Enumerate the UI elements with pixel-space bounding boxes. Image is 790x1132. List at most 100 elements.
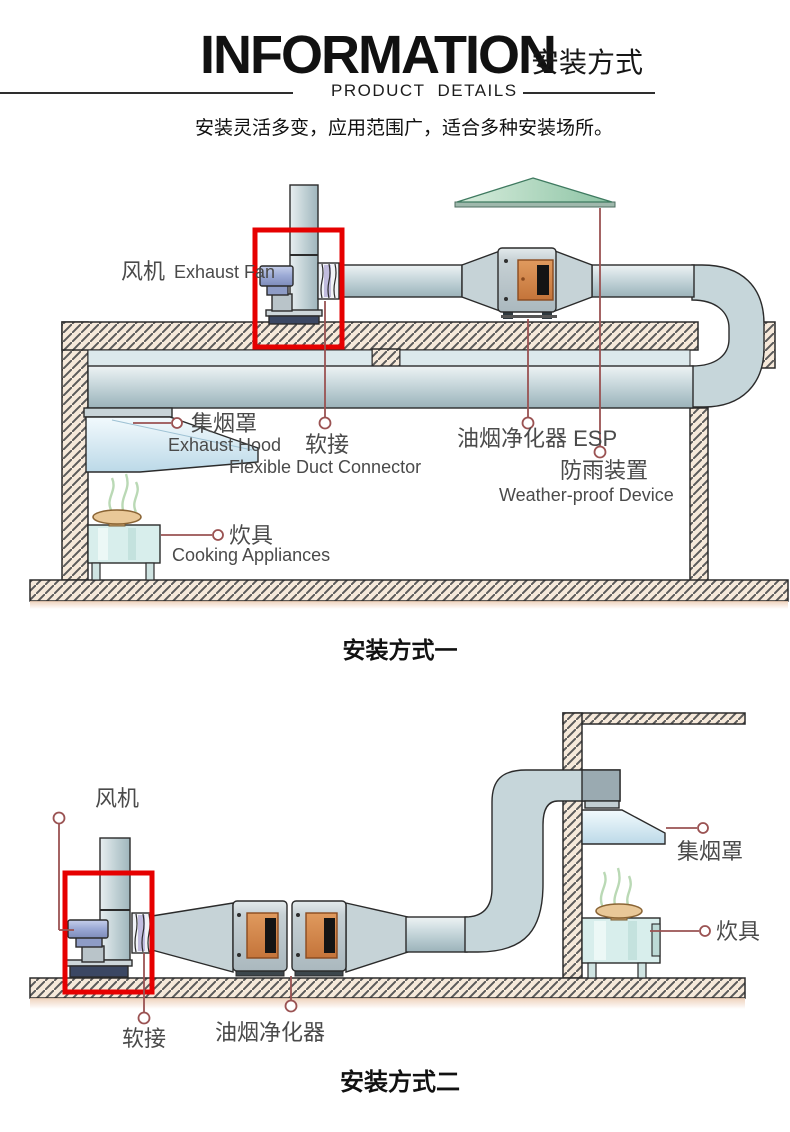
wall-2 — [562, 712, 583, 979]
leader-dot-cook — [212, 529, 224, 541]
right-wall — [689, 407, 709, 583]
esp-slot-a — [265, 918, 276, 953]
stove-side-panel — [651, 923, 661, 957]
left-wall — [61, 321, 89, 581]
divider-right — [523, 92, 655, 94]
diagram-installation-method-2: 风机 软接 油烟净化器 集烟罩 炊具 — [29, 712, 760, 1051]
stove-leg — [91, 562, 101, 581]
exhaust-fan-unit — [259, 184, 340, 325]
duct-run-2 — [405, 769, 666, 953]
fan-base-2 — [69, 965, 129, 978]
leader-dot-flex-2 — [137, 1011, 151, 1025]
outlet-cone — [554, 249, 593, 313]
canopy-roof — [456, 177, 613, 203]
fan-stack-duct — [289, 184, 319, 323]
leader-dot-weather — [593, 445, 607, 459]
ground-shadow — [30, 998, 745, 1009]
exhaust-hood — [83, 407, 259, 473]
hood-mount-bar — [83, 407, 173, 418]
label-fan-cn: 风机 — [121, 259, 165, 284]
inlet-cone-2 — [151, 902, 234, 973]
label-hood-en: Exhaust Hood — [168, 435, 281, 455]
label-weather-cn: 防雨装置 — [560, 458, 648, 483]
hood-body — [85, 416, 259, 473]
page-title-cn: 安装方式 — [531, 47, 644, 78]
wok-bowl-2 — [595, 903, 643, 919]
floor — [29, 579, 789, 602]
hood-connector-box — [581, 769, 621, 802]
room-structure — [29, 321, 789, 602]
cooking-appliance-2 — [581, 867, 661, 979]
label-cook-en: Cooking Appliances — [172, 545, 330, 565]
roof-slab — [61, 321, 699, 351]
leader-lines — [133, 208, 607, 541]
stove-leg-2 — [587, 962, 597, 979]
roof-notch — [371, 348, 401, 368]
red-highlight-box-2 — [62, 870, 155, 995]
fan-base — [268, 315, 320, 325]
leader-dot-esp — [521, 416, 535, 430]
u-bend-pipe — [691, 264, 765, 408]
fan-pedestal-2 — [81, 945, 105, 963]
ceiling-2 — [562, 712, 746, 725]
room-structure-2 — [29, 712, 746, 999]
indoor-main-duct — [87, 365, 694, 409]
ceiling-lining-left — [87, 349, 373, 367]
wok-bowl — [92, 509, 142, 525]
ground — [29, 977, 746, 999]
label-weather-en: Weather-proof Device — [499, 485, 674, 505]
duct-run — [87, 264, 765, 409]
esp-purifier-units-2 — [151, 900, 409, 977]
label-flex-cn-2: 软接 — [122, 1026, 166, 1051]
leader-dot-hood — [171, 417, 183, 429]
ceiling-lining-right — [399, 349, 691, 367]
caption-method-2: 安装方式二 — [340, 1070, 460, 1096]
roof-duct-left — [337, 264, 463, 298]
inlet-cone — [461, 249, 501, 313]
fan-volute — [259, 265, 294, 287]
weather-proof-canopy — [454, 177, 616, 208]
fan-stack-duct-2 — [99, 837, 131, 961]
label-fan-en: Exhaust Fan — [174, 262, 275, 282]
hood-body-2 — [581, 809, 666, 845]
label-hood-cn-2: 集烟罩 — [677, 839, 743, 864]
leader-dot-esp-2 — [284, 999, 298, 1013]
esp-slot — [537, 265, 549, 295]
stove-leg — [145, 562, 155, 581]
flexible-duct-connector-2 — [131, 912, 154, 954]
leader-dot-fan-2 — [52, 811, 66, 825]
label-esp: 油烟净化器 ESP — [457, 426, 617, 451]
label-flex-en: Flexible Duct Connector — [229, 457, 421, 477]
leader-dot-flex — [318, 416, 332, 430]
label-cook-cn: 炊具 — [229, 523, 273, 548]
label-esp-cn-2: 油烟净化器 — [215, 1020, 325, 1045]
caption-method-1: 安装方式一 — [342, 638, 458, 663]
leader-lines-2 — [52, 811, 711, 1025]
fan-pedestal — [271, 293, 293, 312]
riser-elbow-pipe — [464, 769, 621, 953]
cooking-appliance — [87, 473, 161, 581]
esp-slot-b — [324, 918, 335, 953]
fan-volute-2 — [67, 919, 109, 939]
flexible-duct-connector — [317, 262, 340, 300]
exhaust-fan-unit-2 — [65, 837, 154, 978]
page-title: INFORMATION — [200, 25, 557, 85]
tagline-text: 安装灵活多变，应用范围广，适合多种安装场所。 — [194, 118, 613, 139]
product-details-subtitle: PRODUCT DETAILS — [331, 81, 518, 100]
outlet-cone-2 — [345, 902, 409, 973]
hood-mount-plate-2 — [584, 800, 620, 809]
floor-shadow — [30, 601, 788, 609]
horizontal-duct-2 — [405, 916, 468, 953]
label-flex-cn: 软接 — [305, 432, 349, 457]
leader-dot-cook-2 — [699, 925, 711, 937]
diagram-installation-method-1: 风机 Exhaust Fan 集烟罩 Exhaust Hood 软接 Flexi… — [29, 177, 789, 609]
label-fan-cn-2: 风机 — [95, 786, 139, 811]
label-hood-cn: 集烟罩 — [191, 411, 257, 436]
steam-wisps — [108, 473, 139, 515]
divider-left — [0, 92, 293, 94]
esp-purifier-unit — [461, 247, 593, 319]
label-cook-cn-2: 炊具 — [716, 919, 760, 944]
roof-duct-right — [591, 264, 695, 298]
stove-body-2 — [581, 917, 661, 964]
